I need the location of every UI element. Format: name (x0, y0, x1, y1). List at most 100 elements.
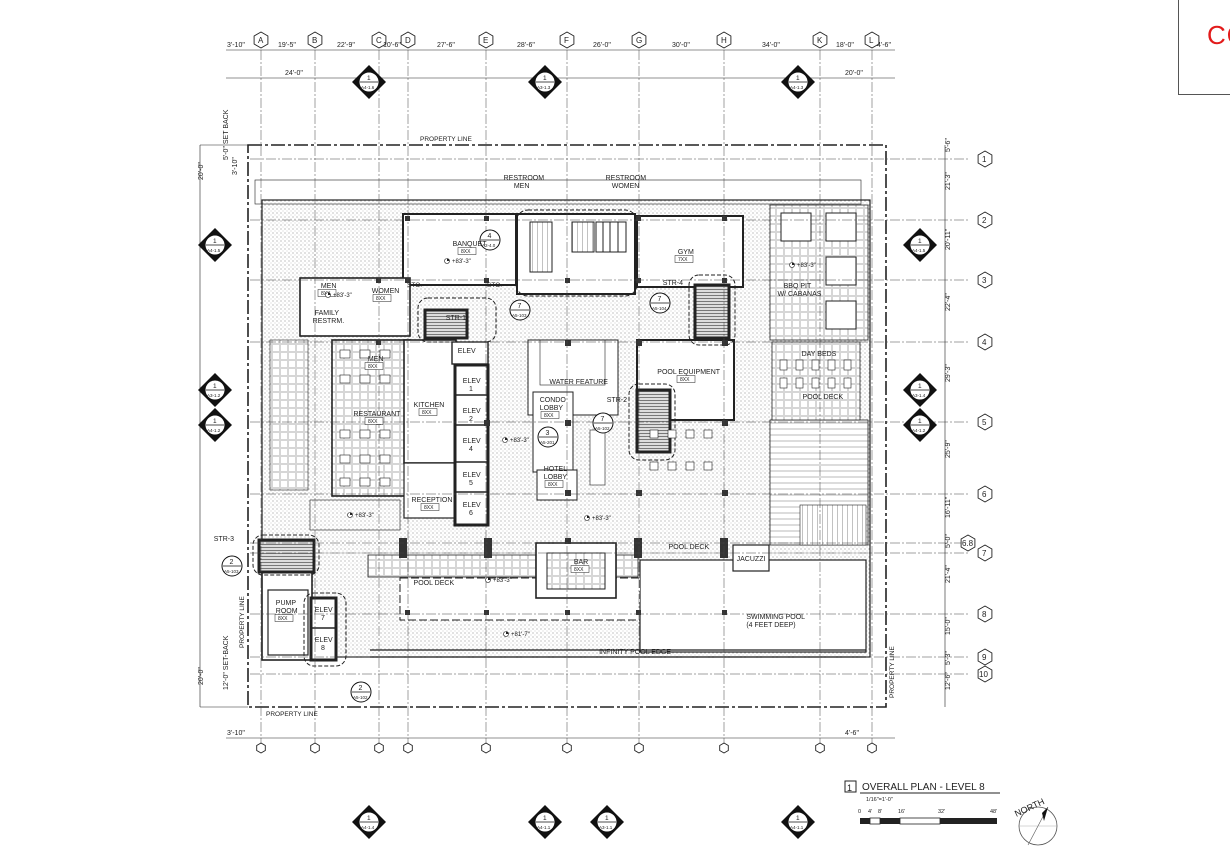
title-scale: 1/16"=1'-0" (866, 797, 893, 803)
grid-column-H: H (716, 31, 732, 754)
grid-column-F: F (559, 31, 575, 754)
grid-column-K: K (812, 31, 828, 754)
elevation-marker: +83'-3" (789, 262, 816, 269)
room-subname: RESTRM. (313, 318, 345, 325)
room-name: INFINITY POOL EDGE (599, 649, 671, 656)
detail-tag-ref: A5-104 (652, 306, 667, 311)
section-marker-number: 1 (918, 238, 922, 245)
section-marker-ref: A4-1.1 (537, 825, 551, 830)
room-number-tag: 7XX (678, 257, 688, 263)
grid-column-label: D (405, 36, 411, 45)
room-name: ELEV (315, 637, 333, 644)
room-name: BANQUET (453, 241, 488, 248)
room-number-tag: 8XX (574, 567, 584, 573)
grid-row-6: 6 (250, 485, 993, 503)
property-line-bottom: PROPERTY LINE (266, 711, 318, 718)
room-name: MEN (321, 283, 337, 290)
section-marker-ref: A4-1.4 (361, 825, 375, 830)
dimension-right: 20'-11" (945, 228, 952, 250)
section-marker-ref: A3-1.2 (207, 393, 221, 398)
scale-label-0: 0 (858, 809, 861, 815)
room-name: ELEV (315, 607, 333, 614)
grid-column-label: A (258, 36, 264, 45)
grid-column-label: H (721, 36, 727, 45)
storage-label: STO. (487, 282, 502, 289)
room-name: POOL DECK (414, 580, 455, 587)
room-name: WOMEN (372, 288, 400, 295)
section-marker-number: 1 (918, 418, 922, 425)
section-marker: 1A4-1.2 (198, 408, 232, 442)
section-marker-number: 1 (213, 418, 217, 425)
detail-tag-number: 7 (601, 416, 605, 423)
grid-row-label: 7 (982, 549, 987, 558)
room-name: PUMP (276, 600, 297, 607)
room-name: ELEV (463, 438, 481, 445)
room-subname: WOMEN (612, 183, 640, 190)
detail-tag-number: 4 (488, 233, 492, 240)
scale-label-16: 16' (898, 809, 905, 815)
detail-tag: 7A5-103 (509, 299, 531, 321)
room-name: MEN (368, 356, 384, 363)
dimension-top: 28'-6" (517, 42, 535, 49)
elevation-labels-layer: +83'-3"+83'-3"+83'-3"+83'-3"+83'-3"+83'-… (325, 258, 816, 638)
room-subname: 2 (469, 416, 473, 423)
section-marker: 1A4-1.2 (903, 408, 937, 442)
grid-row-label: 1 (982, 155, 987, 164)
room-name: DAY BEDS (802, 351, 837, 358)
room-subname: 6 (469, 510, 473, 517)
scale-label-48: 48' (990, 809, 997, 815)
grid-row-9: 9 (250, 648, 993, 666)
title-block: 1 OVERALL PLAN - LEVEL 8 1/16"=1'-0" (844, 780, 1000, 803)
room-number-tag: 8XX (368, 364, 378, 370)
dimension-right: 21'-4" (945, 565, 952, 583)
room-name: JACUZZI (737, 556, 766, 563)
section-marker-number: 1 (796, 815, 800, 822)
section-marker: 1A3-1.1 (590, 805, 624, 839)
detail-tag-ref: A2-4.0 (482, 243, 496, 248)
room-subname: MEN (514, 183, 530, 190)
section-marker-number: 1 (213, 383, 217, 390)
dimension-right: 5'-6" (945, 138, 952, 152)
detail-tag-number: 7 (658, 296, 662, 303)
dimension-top-secondary: 24'-0" (285, 70, 303, 77)
section-marker-ref: A4-1.1 (790, 825, 804, 830)
dimension-left: 20'-0" (198, 162, 205, 180)
section-marker-number: 1 (213, 238, 217, 245)
room-name: ELEV (463, 408, 481, 415)
property-line-top: PROPERTY LINE (420, 136, 472, 143)
room-label: POOL DECK (669, 544, 710, 551)
detail-tag: 3A5-201 (537, 426, 559, 448)
detail-tag-ref: A5-103 (512, 313, 527, 318)
grid-row-label: 9 (982, 653, 987, 662)
grid-column-E: E (478, 31, 494, 754)
section-marker: 1A3-1.4 (903, 373, 937, 407)
room-number-tag: 8XX (376, 296, 386, 302)
elevation-text: +83'-3" (510, 438, 529, 444)
scale-label-8: 8' (878, 809, 882, 815)
grid-column-label: L (869, 36, 874, 45)
room-number-tag: 8XX (461, 249, 471, 255)
room-name: RESTROOM (504, 175, 545, 182)
elevation-text: +83'-3" (355, 513, 374, 519)
section-marker-ref: A3-1.3 (537, 85, 551, 90)
room-label: ELEV (458, 348, 476, 355)
room-label: STR-3 (214, 536, 234, 543)
room-label: STR-1 (446, 315, 466, 322)
title-number: 1 (847, 783, 852, 793)
grid-column-B: B (307, 31, 323, 754)
dimension-top: 19'-5" (278, 42, 296, 49)
room-name: POOL DECK (669, 544, 710, 551)
grid-row-label: 8 (982, 610, 987, 619)
section-marker: 1A4-1.1 (781, 805, 815, 839)
section-marker: 1A4-1.4 (352, 805, 386, 839)
elevation-marker: +83'-3" (502, 437, 529, 444)
